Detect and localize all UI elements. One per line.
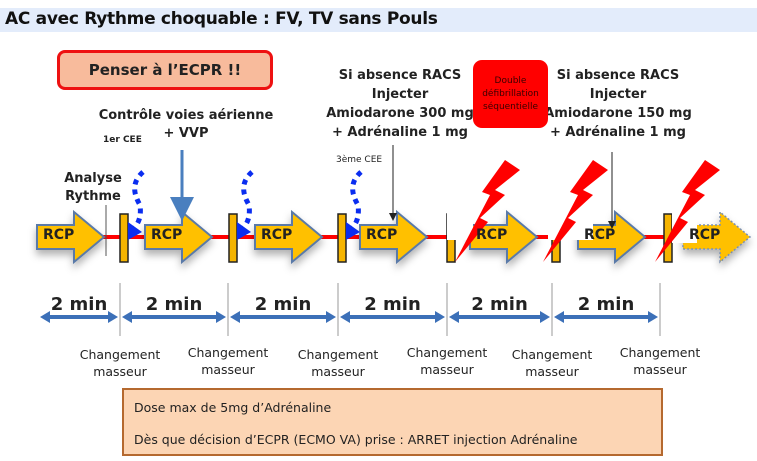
lightning-bolt-icon (655, 160, 720, 262)
chg-line: Changement (297, 347, 379, 362)
duration-arrowhead (648, 311, 658, 323)
injection-line: + Adrénaline 1 mg (550, 125, 686, 140)
shock-bar (337, 213, 347, 263)
rcp-arrow (36, 209, 106, 265)
duration-arrowhead (540, 311, 550, 323)
page-title: AC avec Rythme choquable : FV, TV sans P… (5, 9, 438, 29)
analyse-line: Analyse (64, 171, 122, 186)
chg-line: masseur (311, 364, 365, 379)
rcp-arrow (359, 209, 429, 265)
chg-line: masseur (93, 364, 147, 379)
note-box: Dose max de 5mg d’Adrénaline Dès que déc… (122, 388, 663, 456)
third-cee-label: 3ème CEE (336, 155, 383, 165)
shock-bar (119, 213, 129, 263)
duration-arrowhead (554, 311, 564, 323)
duration-arrowhead (340, 311, 350, 323)
duration-arrowhead (122, 311, 132, 323)
changement-masseur-label: Changement masseur (173, 344, 283, 378)
cee-arrow (241, 170, 254, 230)
ecpr-callout: Penser à l’ECPR !! (57, 50, 273, 90)
note-line-2: Dès que décision d’ECPR (ECMO VA) prise … (134, 432, 578, 447)
duration-arrowhead (449, 311, 459, 323)
cee-arrowhead (346, 222, 360, 240)
changement-masseur-label: Changement masseur (283, 346, 393, 380)
injection-line: Si absence RACS (338, 68, 462, 83)
first-cee-label: 1er CEE (103, 135, 142, 145)
duration-label: 2 min (577, 294, 635, 315)
analyse-line: Rythme (65, 189, 121, 204)
chg-line: Changement (79, 347, 161, 362)
rcp-arrow (254, 209, 324, 265)
duration-arrowhead (40, 311, 50, 323)
rcp-arrow (682, 210, 752, 264)
shock-bar (228, 213, 238, 263)
chg-line: Changement (619, 345, 701, 360)
cee-arrowhead (128, 222, 142, 240)
rcp-label: RCP (151, 227, 183, 243)
injection-line: + Adrénaline 1 mg (332, 125, 468, 140)
double-defib-line: Double (494, 75, 527, 86)
injection-line: Si absence RACS (556, 68, 680, 83)
double-defibrillation-box: Double défibrillation séquentielle (473, 60, 548, 128)
chg-line: masseur (201, 362, 255, 377)
rcp-label: RCP (366, 227, 398, 243)
chg-line: masseur (633, 362, 687, 377)
duration-arrowhead (435, 311, 445, 323)
mask-rect (447, 157, 473, 240)
cee-arrow (350, 170, 363, 230)
rcp-label: RCP (43, 227, 75, 243)
injection-line: Amiodarone 300 mg (326, 106, 474, 121)
duration-arrowhead (216, 311, 226, 323)
title-bar (0, 8, 757, 32)
duration-label: 2 min (364, 294, 421, 315)
chg-line: masseur (525, 364, 579, 379)
changement-masseur-label: Changement masseur (392, 344, 502, 378)
lightning-bolt-icon (455, 160, 520, 262)
double-defib-line: séquentielle (483, 101, 538, 112)
note-line-1: Dose max de 5mg d’Adrénaline (134, 400, 332, 415)
cee-arrow (132, 170, 145, 230)
duration-arrowhead (108, 311, 118, 323)
injection-label-1: Si absence RACS Injecter Amiodarone 300 … (320, 66, 480, 142)
rcp-arrow (144, 209, 214, 265)
cee-arrowhead (237, 222, 251, 240)
injection-line: Injecter (589, 87, 647, 102)
changement-masseur-label: Changement masseur (65, 346, 175, 380)
changement-masseur-label: Changement masseur (497, 346, 607, 380)
duration-label: 2 min (145, 294, 203, 315)
changement-masseur-label: Changement masseur (605, 344, 715, 378)
chg-line: Changement (187, 345, 269, 360)
airway-line: Contrôle voies aérienne (98, 108, 274, 123)
injection-line: Amiodarone 150 mg (544, 106, 692, 121)
duration-arrowhead (326, 311, 336, 323)
duration-label: 2 min (254, 294, 312, 315)
lightning-bolt-icon (543, 160, 608, 262)
chg-line: Changement (511, 347, 593, 362)
injection-line: Injecter (371, 87, 429, 102)
chg-line: Changement (406, 345, 488, 360)
chg-line: masseur (420, 362, 474, 377)
duration-label: 2 min (471, 294, 528, 315)
rcp-label: RCP (584, 227, 616, 243)
duration-label: 2 min (50, 294, 108, 315)
rcp-arrow (469, 209, 539, 265)
airway-line: + VVP (163, 126, 209, 141)
double-defib-line: défibrillation (482, 88, 539, 99)
injection-label-2: Si absence RACS Injecter Amiodarone 150 … (538, 66, 698, 142)
duration-arrowhead (230, 311, 240, 323)
rcp-label: RCP (689, 227, 721, 243)
airway-label: Contrôle voies aérienne + VVP (96, 107, 276, 143)
rcp-label: RCP (476, 227, 508, 243)
rcp-label: RCP (261, 227, 293, 243)
analyse-rythme-label: Analyse Rythme (58, 170, 128, 206)
